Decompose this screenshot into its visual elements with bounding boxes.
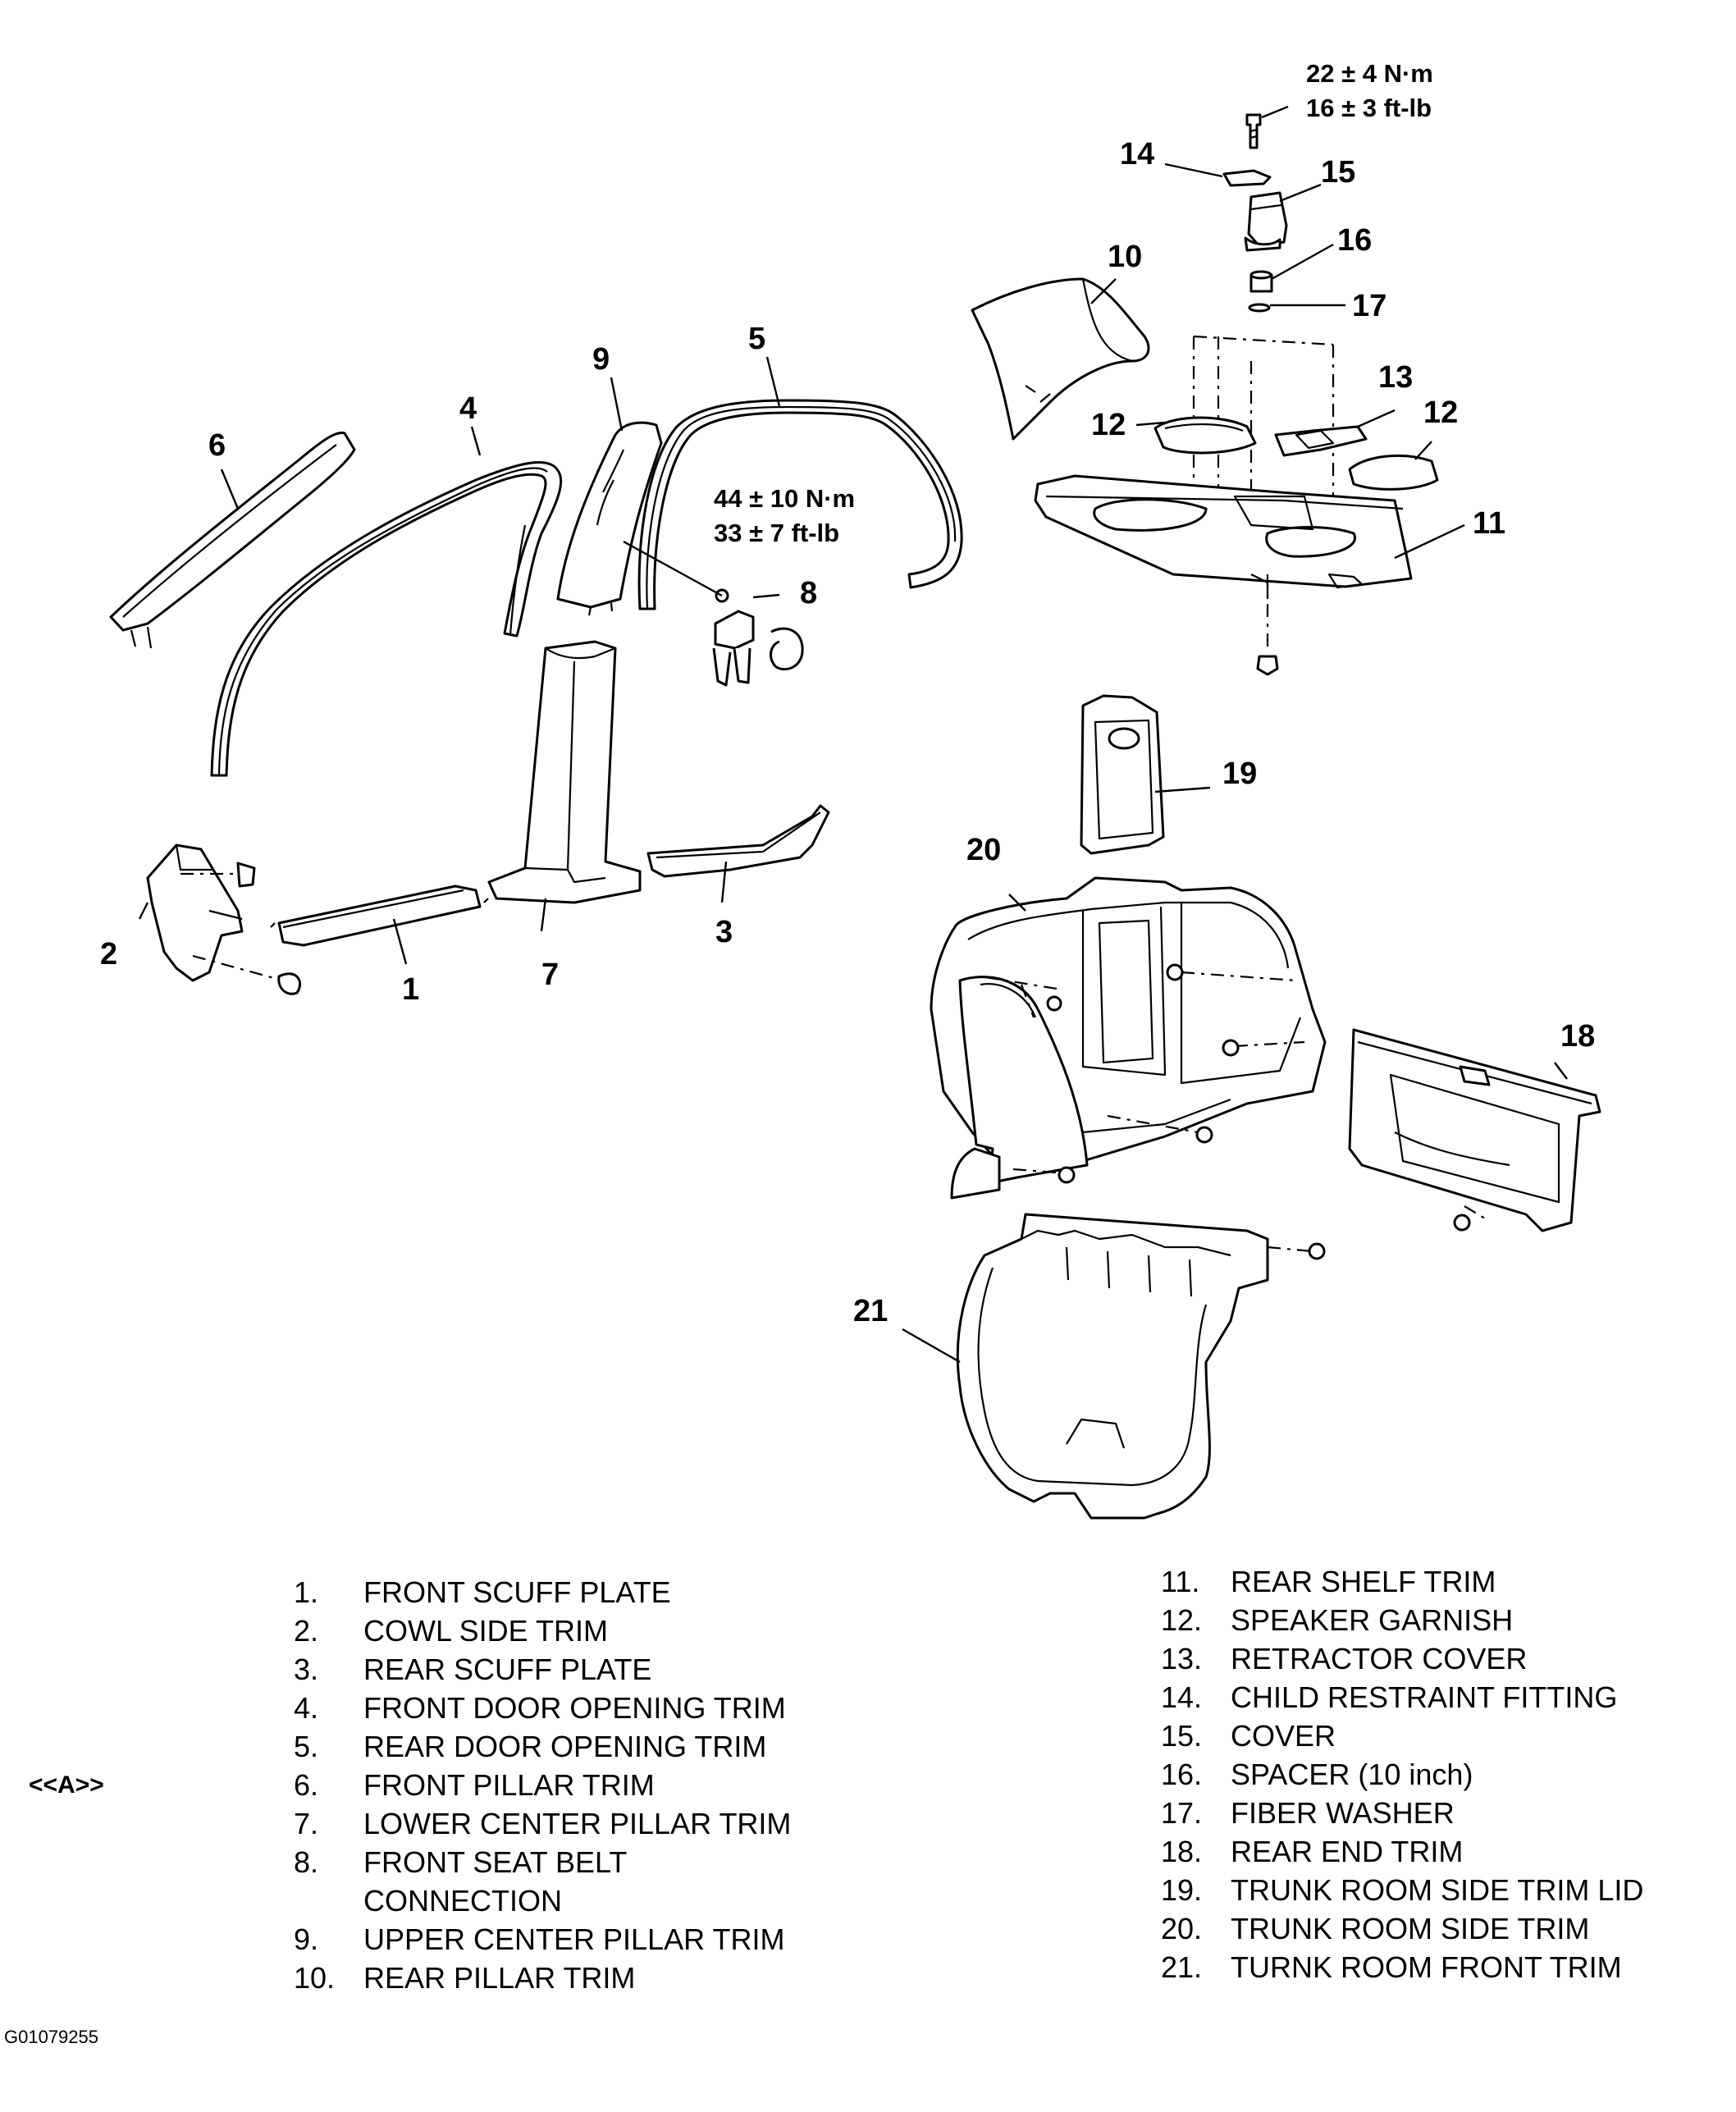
- legend-right-text: CHILD RESTRAINT FITTING: [1231, 1680, 1617, 1714]
- figure-id: G01079255: [4, 2027, 98, 2047]
- legend-left-num: 10.: [294, 1961, 335, 1995]
- legend-right-text: SPACER (10 inch): [1231, 1758, 1473, 1791]
- legend-left-num: 4.: [294, 1691, 318, 1725]
- part-trunk-room-side-trim-lid: [1080, 694, 1165, 855]
- callout-1: 1: [402, 972, 419, 1007]
- torque-specs: 22 ± 4 N·m 16 ± 3 ft-lb 44 ± 10 N·m 33 ±…: [714, 59, 1433, 547]
- legend-right-num: 14.: [1161, 1680, 1202, 1714]
- part-rear-door-opening-trim: [637, 399, 963, 610]
- legend-right-num: 11.: [1161, 1565, 1199, 1598]
- callout-6: 6: [208, 428, 226, 463]
- legend-left-text: FRONT SCUFF PLATE: [363, 1575, 671, 1609]
- legend-left-num: 3.: [294, 1653, 318, 1686]
- legend-left-num: 1.: [294, 1575, 318, 1609]
- torque-belt-ftlb: 33 ± 7 ft-lb: [714, 519, 839, 547]
- part-cowl-side-trim: [146, 843, 302, 995]
- callouts: 1 2 3 4 5 6 7 8 9 10 11 12 12 13 14 15 1…: [100, 137, 1595, 1328]
- callout-7: 7: [541, 958, 559, 992]
- callout-3: 3: [715, 915, 733, 949]
- callout-14: 14: [1120, 137, 1154, 171]
- part-trunk-room-front-trim: [956, 1213, 1269, 1520]
- legend-left-num: 5.: [294, 1730, 318, 1763]
- legend-left-num: 2.: [294, 1614, 318, 1648]
- part-rear-shelf-trim: [1034, 335, 1439, 676]
- legend-left-text: REAR SCUFF PLATE: [363, 1653, 651, 1686]
- callout-8: 8: [800, 576, 817, 610]
- legend-right-num: 12.: [1161, 1603, 1202, 1637]
- callout-20: 20: [966, 833, 1001, 867]
- legend-right: 11. REAR SHELF TRIM 12. SPEAKER GARNISH …: [1161, 1565, 1643, 1984]
- legend-right-num: 15.: [1161, 1719, 1202, 1753]
- legend-right-text: TURNK ROOM FRONT TRIM: [1231, 1950, 1622, 1984]
- callout-13: 13: [1378, 360, 1413, 395]
- legend-left-text: FRONT SEAT BELT: [363, 1845, 627, 1879]
- legend-right-text: REAR SHELF TRIM: [1231, 1565, 1496, 1598]
- legend-right-num: 13.: [1161, 1642, 1202, 1675]
- part-front-door-opening-trim: [210, 461, 563, 777]
- callout-12a: 12: [1091, 408, 1126, 442]
- leader-lines: [138, 105, 1568, 1364]
- section-note: <<A>>: [29, 1771, 104, 1799]
- legend-right-text: FIBER WASHER: [1231, 1796, 1455, 1830]
- legend-right-text: REAR END TRIM: [1231, 1835, 1463, 1868]
- callout-19: 19: [1222, 757, 1257, 791]
- legend-left-text: COWL SIDE TRIM: [363, 1614, 608, 1648]
- part-bolt-and-fittings: [1222, 113, 1288, 313]
- callout-5: 5: [748, 322, 765, 356]
- callout-17: 17: [1352, 289, 1387, 323]
- callout-10: 10: [1108, 240, 1142, 274]
- fastener-lines: [980, 963, 1486, 1260]
- callout-4: 4: [459, 391, 477, 426]
- callout-9: 9: [592, 342, 610, 377]
- legend-right-text: RETRACTOR COVER: [1231, 1642, 1527, 1675]
- legend-left-text: FRONT DOOR OPENING TRIM: [363, 1691, 786, 1725]
- part-lower-center-pillar-trim: [487, 640, 642, 904]
- legend-right-num: 20.: [1161, 1912, 1202, 1945]
- part-front-seat-belt-connection: [623, 540, 804, 687]
- callout-18: 18: [1560, 1019, 1595, 1054]
- legend-left-num: 6.: [294, 1768, 318, 1802]
- part-upper-center-pillar-trim: [556, 421, 663, 616]
- legend-left-text: FRONT PILLAR TRIM: [363, 1768, 655, 1802]
- callout-11: 11: [1473, 506, 1505, 541]
- torque-upper-ftlb: 16 ± 3 ft-lb: [1306, 94, 1432, 122]
- legend-left-text: CONNECTION: [363, 1884, 562, 1918]
- legend-right-num: 21.: [1161, 1950, 1202, 1984]
- legend-left-text: REAR DOOR OPENING TRIM: [363, 1730, 766, 1763]
- legend-left-text: LOWER CENTER PILLAR TRIM: [363, 1807, 791, 1840]
- legend-right-num: 19.: [1161, 1873, 1202, 1907]
- legend-left-text: REAR PILLAR TRIM: [363, 1961, 635, 1995]
- legend-right-text: COVER: [1231, 1719, 1336, 1753]
- callout-2: 2: [100, 937, 117, 971]
- legend-right-text: TRUNK ROOM SIDE TRIM: [1231, 1912, 1589, 1945]
- part-front-scuff-plate: [270, 885, 489, 947]
- legend-right-num: 18.: [1161, 1835, 1202, 1868]
- callout-12b: 12: [1423, 395, 1458, 430]
- part-rear-pillar-trim: [971, 277, 1150, 441]
- legend-left-num: 9.: [294, 1922, 318, 1956]
- legend-left-text: UPPER CENTER PILLAR TRIM: [363, 1922, 784, 1956]
- legend-left: 1. FRONT SCUFF PLATE 2. COWL SIDE TRIM 3…: [294, 1575, 791, 1995]
- part-front-pillar-trim: [109, 431, 356, 649]
- part-rear-scuff-plate: [646, 804, 830, 878]
- legend-right-text: TRUNK ROOM SIDE TRIM LID: [1231, 1873, 1643, 1907]
- legend-right-num: 17.: [1161, 1796, 1202, 1830]
- torque-upper-nm: 22 ± 4 N·m: [1306, 59, 1433, 88]
- part-trunk-side-wall: [950, 976, 1089, 1200]
- legend-left-num: 7.: [294, 1807, 318, 1840]
- callout-16: 16: [1337, 223, 1372, 258]
- callout-15: 15: [1321, 155, 1355, 190]
- part-rear-end-trim: [1348, 1028, 1601, 1232]
- legend-right-text: SPEAKER GARNISH: [1231, 1603, 1513, 1637]
- torque-belt-nm: 44 ± 10 N·m: [714, 484, 855, 513]
- legend-right-num: 16.: [1161, 1758, 1202, 1791]
- legend-left-num: 8.: [294, 1845, 318, 1879]
- callout-21: 21: [853, 1294, 888, 1328]
